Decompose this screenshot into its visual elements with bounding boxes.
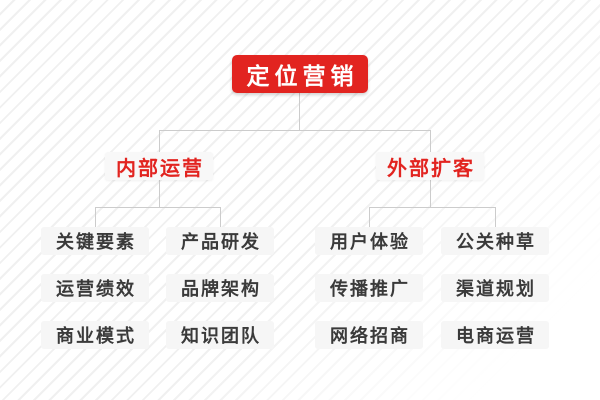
connector-right-horizontal [369,207,496,208]
root-node: 定位营销 [232,55,368,93]
leaf-node: 传播推广 [315,274,423,302]
connector-root-stem [299,93,300,130]
leaf-node: 用户体验 [315,227,423,255]
leaf-node: 商业模式 [41,321,149,349]
leaf-node: 网络招商 [315,321,423,349]
connector-right-drop-col4 [495,207,496,227]
connector-left-drop-col2 [220,207,221,227]
leaf-node: 运营绩效 [41,274,149,302]
connector-drop-left-branch [159,130,160,152]
leaf-node: 品牌架构 [166,274,274,302]
connector-left-branch-stem [159,180,160,207]
leaf-node: 电商运营 [441,321,549,349]
leaf-node: 产品研发 [166,227,274,255]
branch-node-external-expansion: 外部扩客 [376,152,484,180]
connector-top-horizontal [159,130,431,131]
connector-right-drop-col3 [369,207,370,227]
leaf-node: 关键要素 [41,227,149,255]
connector-left-horizontal [95,207,221,208]
leaf-node: 知识团队 [166,321,274,349]
connector-left-drop-col1 [95,207,96,227]
leaf-node: 公关种草 [441,227,549,255]
connector-drop-right-branch [430,130,431,152]
branch-node-internal-operations: 内部运营 [105,152,213,180]
leaf-node: 渠道规划 [441,274,549,302]
connector-right-branch-stem [430,180,431,207]
